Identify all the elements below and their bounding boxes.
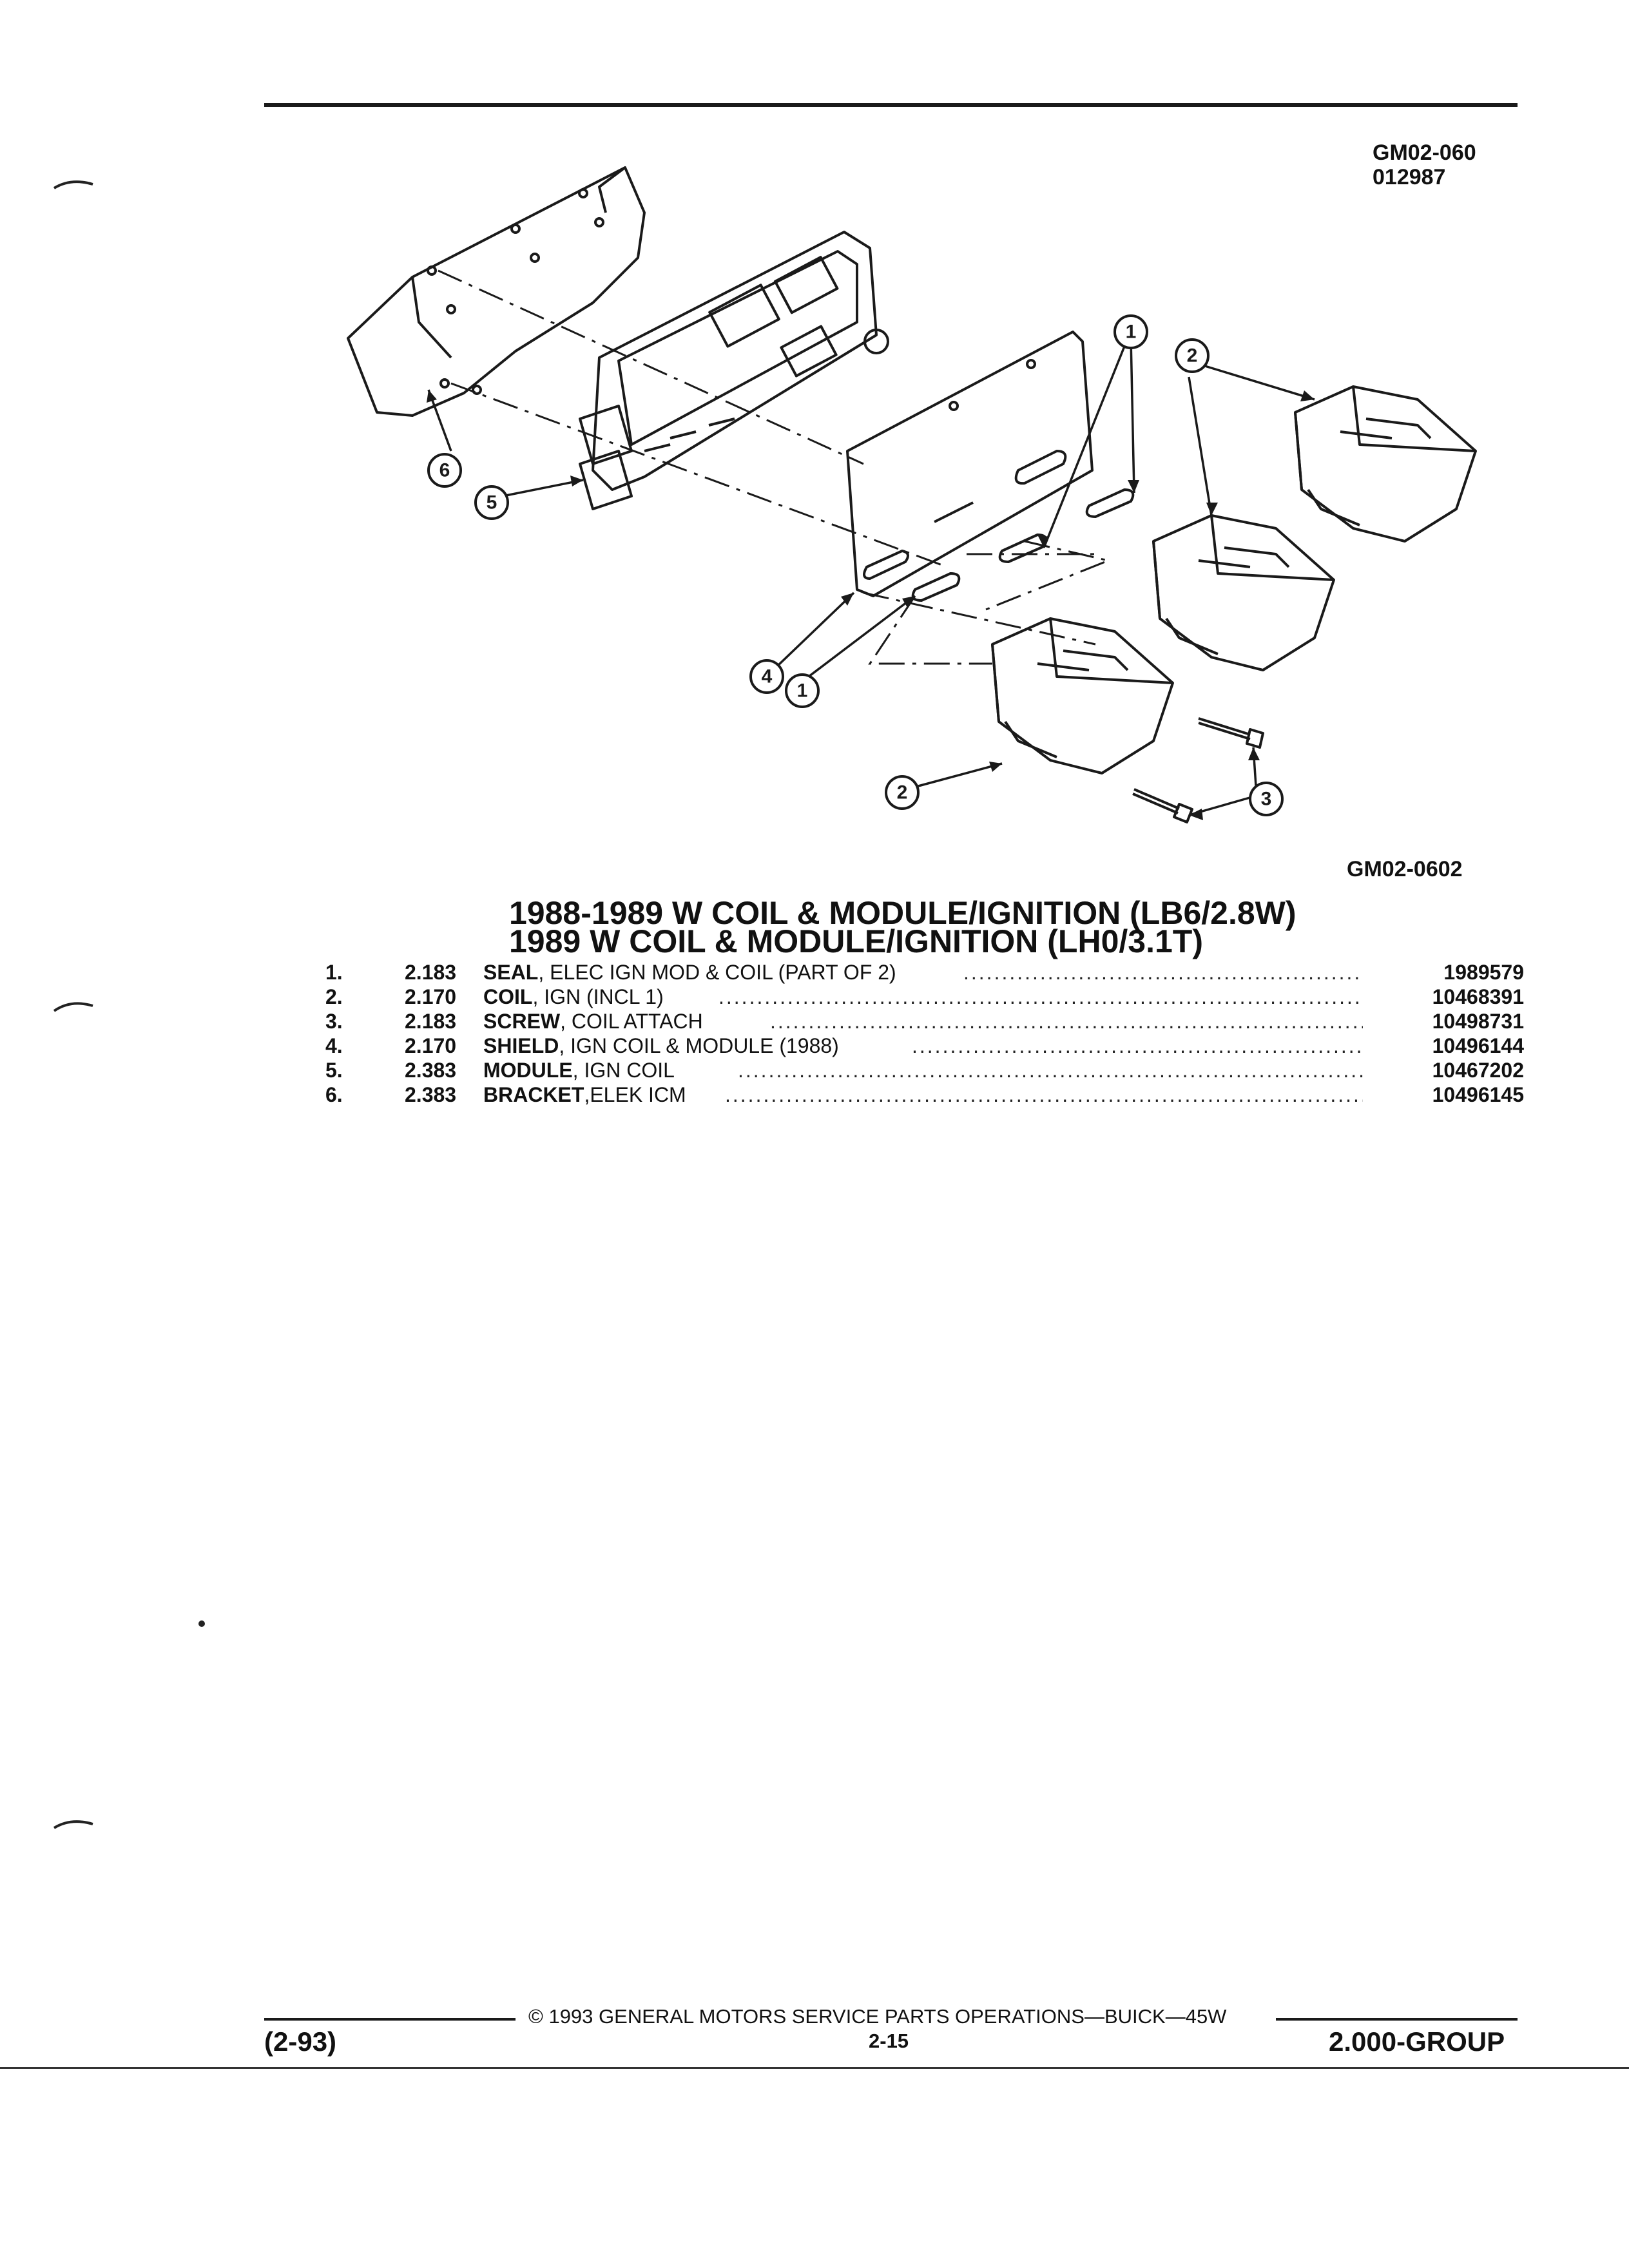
part-description: , IGN (INCL 1) [532,985,664,1008]
footer-rule-left [264,2018,516,2021]
callout-screw: 3 [1261,789,1272,810]
part-name: COIL [483,985,533,1008]
binder-mark [53,1820,93,1829]
dot-leader: ........................................… [963,961,1363,984]
title-line-1: 1988-1989 W COIL & MODULE/IGNITION (LB6/… [509,895,1296,931]
group-ref: 2.170 [405,1034,457,1057]
footer-rule-right [1276,2018,1518,2021]
part-number: 10498731 [1432,1010,1524,1033]
exploded-view-illustration: 1 2 3 4 1 5 6 2 [347,166,1477,823]
bracket-drawing [347,166,646,417]
dot-leader: ........................................… [738,1059,1363,1082]
callout-bracket: 6 [439,460,450,481]
callout-module: 5 [487,492,497,514]
screw-drawing [1198,717,1264,749]
drawing-id: GM02-060 [1373,140,1476,165]
top-rule [264,103,1518,107]
part-description: , ELEC IGN MOD & COIL (PART OF 2) [538,961,896,984]
parts-list: 1. 2.183 SEAL, ELEC IGN MOD & COIL (PART… [325,960,1524,1107]
copyright-line: © 1993 GENERAL MOTORS SERVICE PARTS OPER… [528,2005,1227,2028]
part-number: 10496145 [1432,1083,1524,1106]
group-ref: 2.183 [405,961,457,984]
title-line-2: 1989 W COIL & MODULE/IGNITION (LH0/3.1T) [509,923,1203,959]
part-description: , IGN COIL [572,1059,675,1082]
parts-row: 5. 2.383 MODULE, IGN COIL ..............… [325,1058,1524,1082]
dot-leader: ........................................… [725,1083,1363,1106]
callout-seal: 1 [1126,322,1137,343]
group-ref: 2.170 [405,985,457,1008]
part-number: 1989579 [1443,961,1524,984]
binder-mark [53,180,93,189]
seal-drawing [911,572,961,602]
parts-row: 3. 2.183 SCREW, COIL ATTACH ............… [325,1009,1524,1033]
callout-coil: 2 [897,782,908,803]
shield-drawing [846,331,1094,597]
item-number: 4. [325,1034,343,1057]
parts-row: 6. 2.383 BRACKET,ELEK ICM ..............… [325,1082,1524,1107]
seal-drawing [1085,488,1135,518]
part-number: 10496144 [1432,1034,1524,1057]
part-name: SEAL [483,961,539,984]
dot-leader: ........................................… [770,1010,1363,1033]
dot-leader: ........................................… [718,985,1363,1008]
drawing-id-block: GM02-060 012987 [1373,140,1476,189]
seal-drawing [998,533,1048,563]
group-ref: 2.183 [405,1010,457,1033]
part-description: , COIL ATTACH [560,1010,703,1033]
scan-speck [198,1620,205,1627]
item-number: 1. [325,961,343,984]
dot-leader: ........................................… [912,1034,1363,1057]
part-name: SHIELD [483,1034,559,1057]
part-name: MODULE [483,1059,573,1082]
coil-drawing [991,617,1174,774]
coil-drawing [1152,514,1335,671]
item-number: 3. [325,1010,343,1033]
section-title: 1988-1989 W COIL & MODULE/IGNITION (LB6/… [509,895,1296,959]
screw-drawing [1132,788,1193,823]
binder-mark [53,1002,93,1012]
callout-shield: 4 [762,666,773,687]
item-number: 5. [325,1059,343,1082]
group-ref: 2.383 [405,1059,457,1082]
revision-date: (2-93) [264,2026,337,2057]
part-name: SCREW [483,1010,561,1033]
callout-coil: 2 [1187,345,1198,367]
group-label: 2.000-GROUP [1329,2026,1505,2057]
item-number: 2. [325,985,343,1008]
parts-row: 1. 2.183 SEAL, ELEC IGN MOD & COIL (PART… [325,960,1524,985]
coil-drawing [1294,385,1477,543]
item-number: 6. [325,1083,343,1106]
module-drawing [579,231,889,510]
bottom-scan-rule [0,2067,1629,2069]
part-description: ,ELEK ICM [584,1083,686,1106]
figure-id: GM02-0602 [1347,857,1463,881]
page-number: 2-15 [869,2030,909,2052]
part-number: 10468391 [1432,985,1524,1008]
parts-row: 2. 2.170 COIL, IGN (INCL 1) ............… [325,985,1524,1009]
parts-row: 4. 2.170 SHIELD, IGN COIL & MODULE (1988… [325,1033,1524,1058]
part-name: BRACKET [483,1083,584,1106]
part-number: 10467202 [1432,1059,1524,1082]
callout-seal: 1 [797,680,808,702]
part-description: , IGN COIL & MODULE (1988) [559,1034,839,1057]
drawing-date-code: 012987 [1373,165,1446,189]
group-ref: 2.383 [405,1083,457,1106]
